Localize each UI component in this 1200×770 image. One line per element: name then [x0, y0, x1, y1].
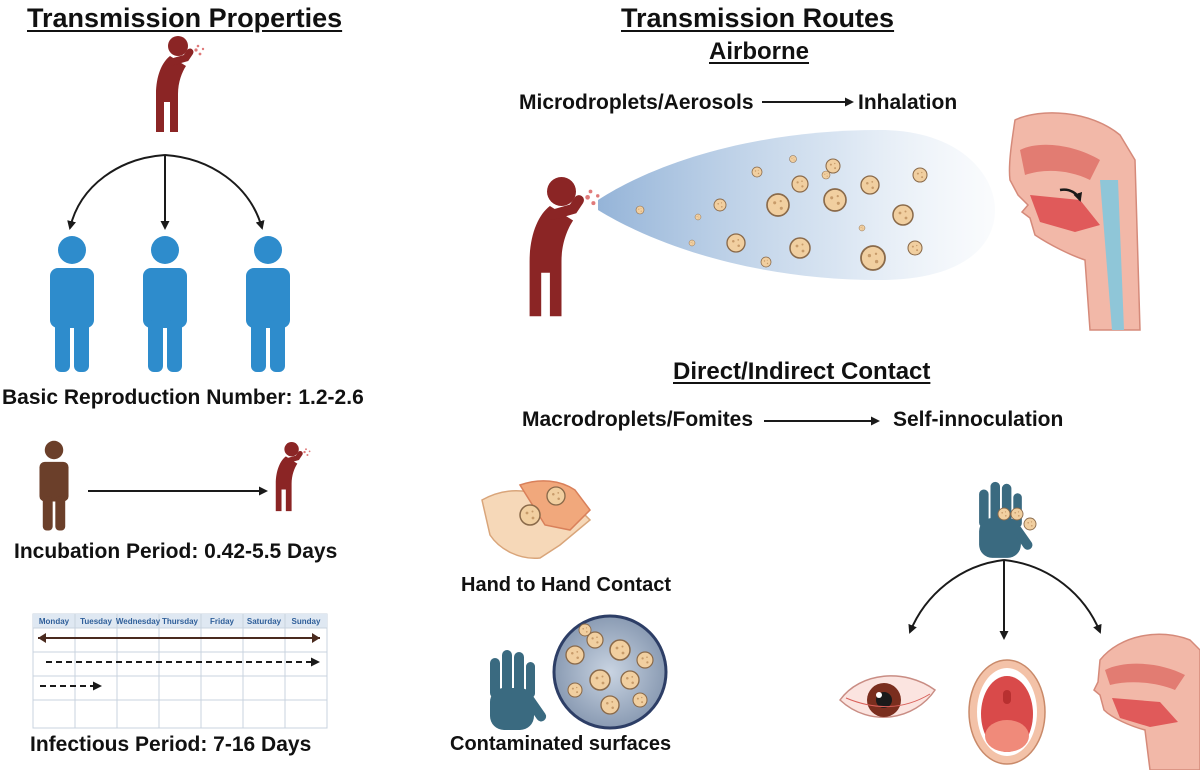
infectious-calendar: Monday Tuesday Wednesday Thursday Friday…: [32, 613, 328, 729]
calendar-day: Friday: [210, 617, 235, 626]
self-inoculation-arrows: [908, 559, 1102, 640]
calendar-day: Thursday: [162, 617, 199, 626]
sick-person-icon: [276, 442, 311, 511]
handshake-icon: [481, 480, 592, 559]
left-title: Transmission Properties: [27, 3, 343, 33]
infectious-label: Infectious Period: 7-16 Days: [30, 733, 312, 756]
calendar-day: Saturday: [247, 617, 282, 626]
contact-heading: Direct/Indirect Contact: [673, 358, 931, 385]
healthy-person-icon: [246, 236, 290, 372]
aerosol-cloud: [598, 130, 995, 280]
sick-person-icon: [156, 36, 204, 132]
healthy-person-icon: [143, 236, 187, 372]
calendar-day: Sunday: [292, 617, 321, 626]
healthy-person-icon: [50, 236, 94, 372]
airborne-heading: Airborne: [709, 38, 810, 65]
surfaces-label: Contaminated surfaces: [450, 733, 672, 755]
hand-contact-label: Hand to Hand Contact: [461, 574, 671, 596]
sick-person-icon: [530, 177, 600, 316]
nasal-airway-icon: [1093, 633, 1200, 770]
mouth-icon: [968, 659, 1046, 765]
calendar-day: Wednesday: [116, 617, 161, 626]
airborne-target-label: Inhalation: [858, 91, 958, 114]
contact-source-label: Macrodroplets/Fomites: [522, 408, 754, 431]
incubation-label: Incubation Period: 0.42-5.5 Days: [14, 540, 338, 563]
nasal-airway-icon: [1008, 112, 1141, 331]
incubating-person-icon: [39, 440, 69, 531]
r0-label: Basic Reproduction Number: 1.2-2.6: [2, 386, 364, 409]
r0-arrows: [67, 154, 265, 230]
calendar-day: Monday: [39, 617, 70, 626]
calendar-day: Tuesday: [80, 617, 112, 626]
eye-icon: [839, 675, 937, 719]
gloved-hand-icon: [490, 650, 549, 730]
right-title: Transmission Routes: [621, 3, 895, 33]
airborne-source-label: Microdroplets/Aerosols: [519, 91, 754, 114]
contaminated-surface-icon: [552, 614, 668, 730]
contact-target-label: Self-innoculation: [893, 408, 1064, 431]
